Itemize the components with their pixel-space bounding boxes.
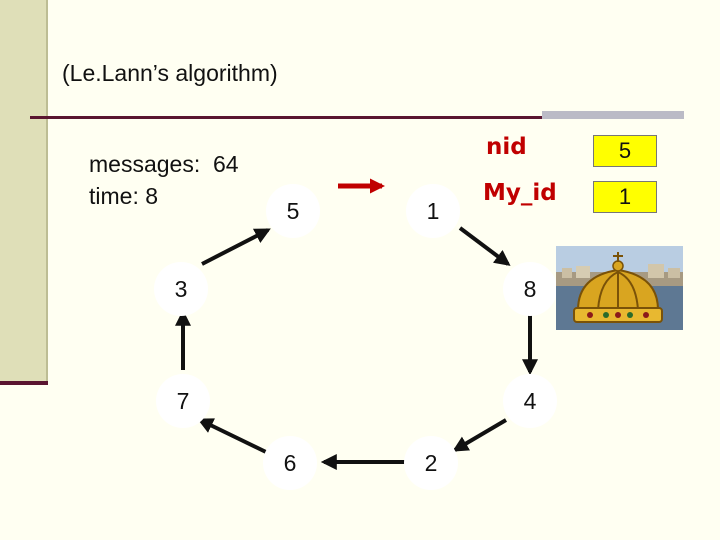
ring-node: 4	[503, 374, 557, 428]
ring-node: 8	[503, 262, 557, 316]
my-id-label: My_id	[483, 180, 557, 206]
stats-block: messages: 64 time: 8	[89, 148, 239, 212]
nid-label: nid	[486, 134, 527, 160]
time-line: time: 8	[89, 180, 239, 212]
ring-node: 7	[156, 374, 210, 428]
messages-line: messages: 64	[89, 148, 239, 180]
time-value: 8	[145, 183, 159, 209]
title-rule	[30, 116, 542, 119]
messages-label: messages:	[89, 151, 201, 177]
page-title: (Le.Lann’s algorithm)	[62, 60, 278, 86]
ring-node: 1	[406, 184, 460, 238]
messages-value: 64	[213, 151, 239, 177]
title-rule-accent	[542, 111, 684, 119]
ring-node: 2	[404, 436, 458, 490]
side-strip	[0, 0, 48, 383]
ring-node: 3	[154, 262, 208, 316]
edge-6-to-7	[197, 418, 267, 454]
ring-node: 6	[263, 436, 317, 490]
side-strip-border	[0, 381, 48, 385]
edge-4-to-2	[452, 418, 508, 452]
crown-photo	[556, 246, 683, 330]
ring-node: 5	[266, 184, 320, 238]
my-id-value-box: 1	[593, 181, 657, 213]
edge-1-to-8	[458, 226, 511, 266]
time-label: time:	[89, 183, 139, 209]
nid-value-box: 5	[593, 135, 657, 167]
edge-3-to-5	[201, 228, 271, 266]
